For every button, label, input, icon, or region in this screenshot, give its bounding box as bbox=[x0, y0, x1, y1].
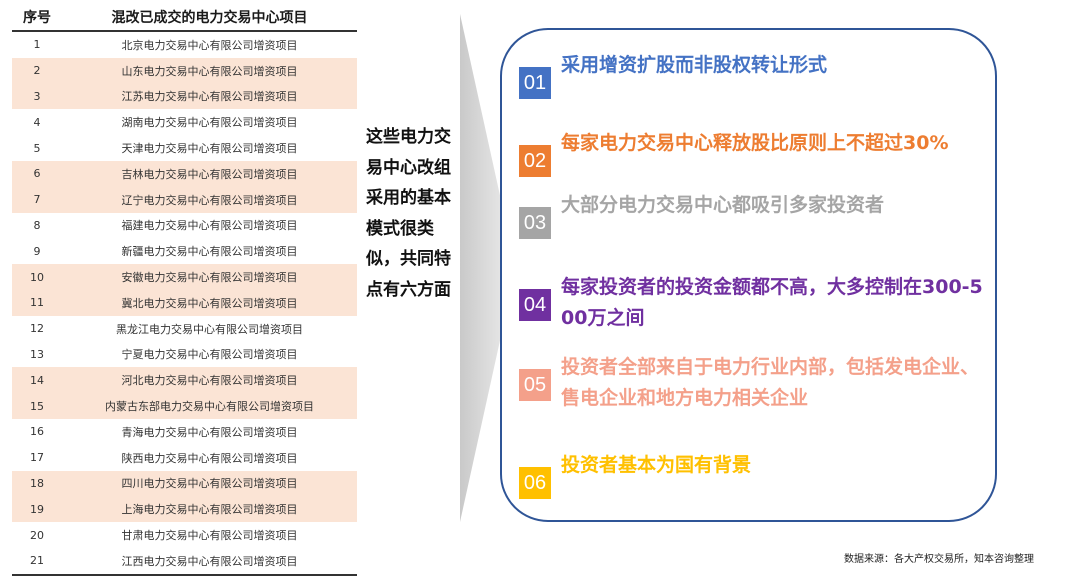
row-number: 21 bbox=[12, 547, 62, 576]
feature-item: 06 投资者基本为国有背景 bbox=[519, 450, 991, 499]
row-number: 6 bbox=[12, 160, 62, 187]
table-row: 13 宁夏电力交易中心有限公司增资项目 bbox=[12, 342, 357, 368]
row-project: 吉林电力交易中心有限公司增资项目 bbox=[62, 160, 357, 187]
row-project: 宁夏电力交易中心有限公司增资项目 bbox=[121, 348, 298, 362]
feature-item: 01 采用增资扩股而非股权转让形式 bbox=[519, 50, 991, 99]
row-project: 新疆电力交易中心有限公司增资项目 bbox=[121, 245, 298, 259]
row-number: 8 bbox=[33, 218, 41, 232]
row-project: 江苏电力交易中心有限公司增资项目 bbox=[62, 83, 357, 110]
feature-item: 05 投资者全部来自于电力行业内部，包括发电企业、售电企业和地方电力相关企业 bbox=[519, 352, 991, 414]
header-project: 混改已成交的电力交易中心项目 bbox=[62, 4, 357, 32]
row-project: 湖南电力交易中心有限公司增资项目 bbox=[121, 116, 298, 130]
summary-text: 这些电力交易中心改组采用的基本模式很类似，共同特点有六方面 bbox=[366, 127, 451, 300]
feature-number-badge: 04 bbox=[519, 289, 551, 321]
row-project: 北京电力交易中心有限公司增资项目 bbox=[121, 38, 298, 52]
header-no: 序号 bbox=[12, 4, 62, 32]
feature-number-badge: 06 bbox=[519, 467, 551, 499]
feature-text: 投资者基本为国有背景 bbox=[561, 454, 752, 476]
row-number: 17 bbox=[30, 451, 44, 465]
row-project: 四川电力交易中心有限公司增资项目 bbox=[62, 470, 357, 497]
row-project: 甘肃电力交易中心有限公司增资项目 bbox=[121, 529, 298, 543]
feature-number-badge: 02 bbox=[519, 145, 551, 177]
feature-item: 04 每家投资者的投资金额都不高，大多控制在300-500万之间 bbox=[519, 272, 991, 334]
feature-text: 每家投资者的投资金额都不高，大多控制在300-500万之间 bbox=[561, 276, 983, 329]
row-number: 5 bbox=[33, 141, 41, 155]
row-number: 1 bbox=[33, 38, 41, 52]
row-number: 2 bbox=[12, 57, 62, 84]
row-number: 18 bbox=[12, 470, 62, 497]
row-number: 7 bbox=[12, 186, 62, 213]
table-row: 20 甘肃电力交易中心有限公司增资项目 bbox=[12, 522, 357, 548]
row-project: 天津电力交易中心有限公司增资项目 bbox=[121, 142, 298, 156]
row-project: 黑龙江电力交易中心有限公司增资项目 bbox=[116, 322, 303, 336]
table-row: 17 陕西电力交易中心有限公司增资项目 bbox=[12, 445, 357, 471]
table-row: 12 黑龙江电力交易中心有限公司增资项目 bbox=[12, 316, 357, 342]
table-header-row: 序号 混改已成交的电力交易中心项目 bbox=[12, 4, 357, 32]
arrow-icon bbox=[460, 14, 516, 522]
feature-number-badge: 01 bbox=[519, 67, 551, 99]
row-project: 山东电力交易中心有限公司增资项目 bbox=[62, 57, 357, 84]
feature-item: 02 每家电力交易中心释放股比原则上不超过30% bbox=[519, 128, 991, 177]
row-project: 江西电力交易中心有限公司增资项目 bbox=[62, 547, 357, 576]
source-note: 数据来源：各大产权交易所，知本咨询整理 bbox=[844, 554, 1034, 565]
row-number: 11 bbox=[12, 289, 62, 316]
row-number: 12 bbox=[30, 322, 44, 336]
feature-text: 投资者全部来自于电力行业内部，包括发电企业、售电企业和地方电力相关企业 bbox=[561, 356, 980, 409]
row-project: 青海电力交易中心有限公司增资项目 bbox=[121, 425, 298, 439]
table-row: 9 新疆电力交易中心有限公司增资项目 bbox=[12, 238, 357, 264]
row-project: 内蒙古东部电力交易中心有限公司增资项目 bbox=[62, 393, 357, 419]
table-row: 4 湖南电力交易中心有限公司增资项目 bbox=[12, 109, 357, 135]
row-number: 14 bbox=[12, 367, 62, 394]
feature-text: 大部分电力交易中心都吸引多家投资者 bbox=[561, 194, 885, 216]
row-number: 4 bbox=[33, 115, 41, 129]
feature-item: 03 大部分电力交易中心都吸引多家投资者 bbox=[519, 190, 991, 239]
table-row: 16 青海电力交易中心有限公司增资项目 bbox=[12, 419, 357, 445]
feature-number-badge: 03 bbox=[519, 207, 551, 239]
row-number: 13 bbox=[30, 347, 44, 361]
table-row: 5 天津电力交易中心有限公司增资项目 bbox=[12, 135, 357, 161]
row-project: 陕西电力交易中心有限公司增资项目 bbox=[121, 451, 298, 465]
row-number: 9 bbox=[33, 244, 41, 258]
row-number: 10 bbox=[12, 264, 62, 290]
row-number: 16 bbox=[30, 425, 44, 439]
row-project: 安徽电力交易中心有限公司增资项目 bbox=[62, 264, 357, 290]
row-number: 15 bbox=[12, 393, 62, 419]
feature-text: 每家电力交易中心释放股比原则上不超过30% bbox=[561, 132, 949, 154]
row-project: 冀北电力交易中心有限公司增资项目 bbox=[62, 289, 357, 316]
row-number: 3 bbox=[12, 83, 62, 110]
table-row: 8 福建电力交易中心有限公司增资项目 bbox=[12, 213, 357, 239]
feature-text: 采用增资扩股而非股权转让形式 bbox=[561, 54, 828, 76]
row-number: 20 bbox=[30, 528, 44, 542]
feature-number-badge: 05 bbox=[519, 369, 551, 401]
row-project: 福建电力交易中心有限公司增资项目 bbox=[121, 219, 298, 233]
table-row: 1 北京电力交易中心有限公司增资项目 bbox=[12, 31, 357, 58]
row-project: 辽宁电力交易中心有限公司增资项目 bbox=[62, 186, 357, 213]
row-project: 河北电力交易中心有限公司增资项目 bbox=[62, 367, 357, 394]
row-number: 19 bbox=[12, 496, 62, 523]
row-project: 上海电力交易中心有限公司增资项目 bbox=[62, 496, 357, 523]
